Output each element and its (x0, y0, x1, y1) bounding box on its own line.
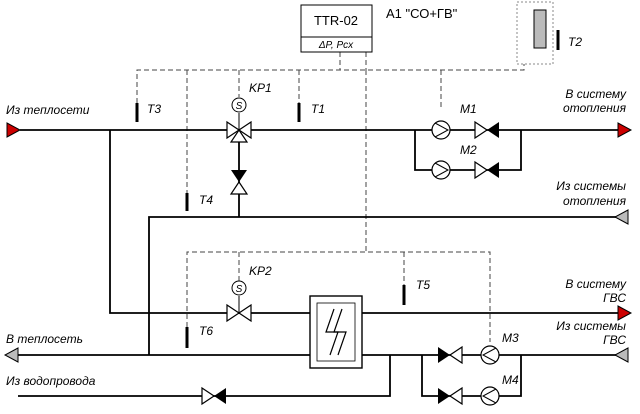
tag-kp2: KP2 (249, 264, 272, 278)
sensor-t6[interactable]: T6 (185, 324, 213, 348)
tag-kp1: KP1 (249, 81, 272, 95)
tag-t6: T6 (199, 324, 213, 338)
kp1-actuator (231, 97, 247, 113)
sensor-t1[interactable]: T1 (297, 102, 325, 122)
label-to-heating-system-2: отопления (563, 101, 627, 115)
heat-exchanger[interactable] (309, 295, 363, 369)
check-valve-water-supply (201, 386, 226, 406)
outlet-arrow-heat-network (3, 347, 19, 363)
tag-t3: T3 (147, 102, 161, 116)
pipes (18, 129, 628, 397)
flow-arrows (3, 122, 633, 363)
inlet-arrow-dhw-return (613, 347, 629, 363)
tag-t2: T2 (568, 35, 582, 49)
controller-params: ΔP, Pcx (318, 40, 354, 51)
label-from-dhw-system-2: ГВС (603, 333, 626, 347)
pump-m4[interactable]: M4 (480, 373, 519, 406)
label-to-dhw-system-1: В систему (565, 277, 627, 291)
tag-t4: T4 (199, 193, 213, 207)
tag-m2: M2 (460, 143, 477, 157)
label-from-heating-system-2: отопления (563, 194, 627, 208)
sensor-t3[interactable]: T3 (135, 102, 161, 122)
outlet-arrow-dhw (617, 305, 633, 321)
check-valve-m3 (438, 345, 463, 365)
label-to-heat-network: В теплосеть (6, 332, 83, 346)
tag-m4: M4 (502, 373, 519, 387)
label-from-heat-network: Из теплосети (6, 103, 90, 117)
outlet-arrow-heating (617, 122, 633, 138)
tag-t5: T5 (416, 278, 430, 292)
scheme-title: А1 "СО+ГВ" (386, 6, 458, 21)
check-valve-m1 (474, 120, 499, 140)
inlet-arrow-heat-network (6, 122, 22, 138)
pump-m2[interactable]: M2 (431, 143, 477, 180)
sensor-t2[interactable]: T2 (516, 1, 582, 65)
pump-m1[interactable]: M1 (431, 102, 477, 140)
kp2-actuator (231, 280, 247, 296)
two-way-valve-kp2[interactable]: S KP2 (226, 264, 272, 323)
sensor-t5[interactable]: T5 (402, 278, 430, 305)
pipe-labels: Из теплосети В систему отопления Из сист… (6, 87, 627, 388)
label-from-water-supply: Из водопровода (6, 374, 96, 388)
label-from-dhw-system-1: Из системы (556, 319, 626, 333)
check-valve-m2 (474, 160, 499, 180)
label-to-heating-system-1: В систему (565, 87, 627, 101)
label-from-heating-system-1: Из системы (556, 179, 626, 193)
controller-ttr02[interactable]: TTR-02 ΔP, Pcx (300, 4, 373, 53)
check-valve-bypass (229, 170, 249, 195)
pump-m3[interactable]: M3 (480, 331, 519, 365)
three-way-valve-kp1[interactable]: S KP1 (226, 81, 272, 143)
kp2-actuator-label: S (236, 284, 243, 295)
inlet-arrow-heating-return (613, 209, 629, 225)
controller-model: TTR-02 (314, 13, 358, 28)
tag-m1: M1 (460, 102, 477, 116)
check-valve-m4 (438, 386, 463, 406)
sensor-t4[interactable]: T4 (185, 193, 213, 211)
kp1-actuator-label: S (236, 101, 243, 112)
sensor-t2-body (533, 9, 547, 49)
tag-m3: M3 (502, 331, 519, 345)
label-to-dhw-system-2: ГВС (603, 291, 626, 305)
tag-t1: T1 (311, 102, 325, 116)
